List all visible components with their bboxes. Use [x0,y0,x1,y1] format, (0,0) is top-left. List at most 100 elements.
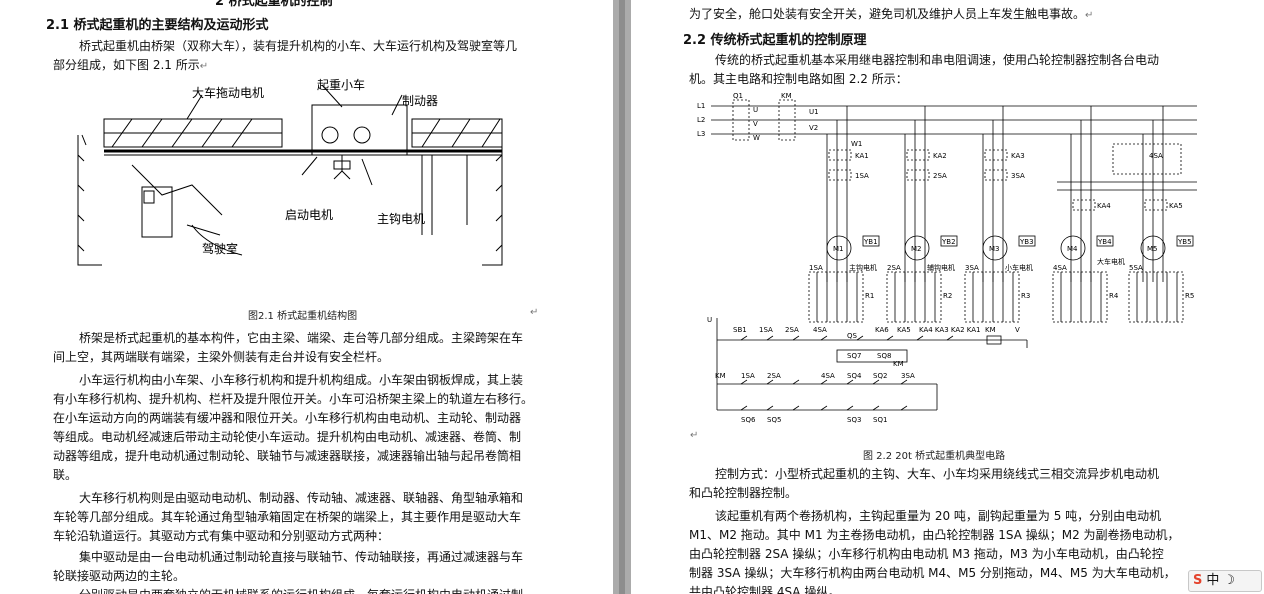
svg-text:R1: R1 [865,292,874,300]
svg-text:4SA: 4SA [1053,264,1067,272]
svg-text:KA5: KA5 [897,326,911,334]
paragraph-line: 动器等组成，提升电动机通过制动轮、联轴节与减速器联接，减速器输出轴与起吊卷筒相 [53,449,522,463]
svg-text:YB2: YB2 [941,238,956,246]
paragraph-line: 车轮沿轨道运行。其驱动方式有集中驱动和分别驱动方式两种： [53,529,390,543]
svg-text:KM: KM [893,360,904,368]
svg-text:R2: R2 [943,292,952,300]
svg-text:大车电机: 大车电机 [1097,257,1125,266]
svg-text:SQ3: SQ3 [847,416,861,424]
svg-text:R4: R4 [1109,292,1119,300]
svg-text:QS: QS [847,332,858,340]
paragraph-line: 小车运行机构由小车架、小车移行机构和提升机构组成。小车架由钢板焊成，其上装 [79,373,524,387]
svg-text:1SA: 1SA [855,172,869,180]
svg-text:2SA: 2SA [767,372,781,380]
paragraph-line: 在小车运动方向的两端装有缓冲器和限位开关。小车移行机构由电动机、主动轮、制动器 [53,411,522,425]
paragraph-line: 该起重机有两个卷扬机构，主钩起重量为 20 吨，副钩起重量为 5 吨，分别由电动… [715,509,1162,523]
svg-text:M3: M3 [989,245,1000,253]
svg-text:Q1: Q1 [733,92,743,100]
paragraph-line: M1、M2 拖动。其中 M1 为主卷扬电动机，由凸轮控制器 1SA 操纵；M2 … [689,528,1180,542]
chapter-title: 2 桥式起重机的控制 [215,0,333,9]
svg-text:KA5: KA5 [1169,202,1183,210]
paragraph-line: 桥式起重机由桥架（双称大车），装有提升机构的小车、大车运行机构及驾驶室等几 [79,39,518,53]
svg-text:YB1: YB1 [863,238,878,246]
svg-text:SQ2: SQ2 [873,372,887,380]
svg-text:L3: L3 [697,130,705,138]
svg-text:KA6: KA6 [875,326,889,334]
svg-text:V: V [753,120,758,128]
crane-circuit-figure: L1 L2 L3 Q1 KM U V W U1 V2 W1 KA1 KA2 KA… [697,92,1197,424]
figure-caption: 图 2.2 20t 桥式起重机典型电路 [863,451,1006,462]
svg-text:KM: KM [781,92,792,100]
svg-text:YB3: YB3 [1019,238,1034,246]
svg-text:5SA: 5SA [1129,264,1143,272]
paragraph-line: 和凸轮控制器控制。 [689,486,798,500]
svg-text:W: W [753,134,760,142]
svg-text:SQ5: SQ5 [767,416,781,424]
svg-text:3SA: 3SA [1011,172,1025,180]
crane-structure-figure: 大车拖动电机 起重小车 制动器 驾驶室 启动电机 主钩电机 [77,77,503,266]
paragraph-line: 桥架是桥式起重机的基本构件，它由主梁、端梁、走台等几部分组成。主梁跨架在车 [79,331,524,345]
svg-text:1SA: 1SA [759,326,773,334]
svg-text:2SA: 2SA [785,326,799,334]
svg-text:U: U [753,106,758,114]
svg-text:3SA: 3SA [965,264,979,272]
svg-text:L1: L1 [697,102,705,110]
svg-text:KA3: KA3 [1011,152,1025,160]
svg-text:小车电机: 小车电机 [1005,263,1033,272]
svg-text:U: U [707,316,712,324]
figure-label: 主钩电机 [377,212,425,226]
svg-text:主钩电机: 主钩电机 [849,263,877,272]
paragraph-line: 等组成。电动机经减速后带动主动轮使小车运动。提升机构由电动机、减速器、卷筒、制 [53,430,522,444]
svg-text:2SA: 2SA [933,172,947,180]
svg-text:L2: L2 [697,116,705,124]
paragraph-line: 联。 [53,468,78,482]
svg-text:KM: KM [985,326,996,334]
figure-label: 制动器 [402,94,438,108]
svg-text:SQ8: SQ8 [877,352,891,360]
svg-text:3SA: 3SA [901,372,915,380]
paragraph-line: 由凸轮控制器 2SA 操纵；小车移行机构由电动机 M3 拖动，M3 为小车电动机… [689,547,1164,561]
svg-text:V: V [1015,326,1020,334]
svg-text:SQ7: SQ7 [847,352,861,360]
paragraph-line: 共由凸轮控制器 4SA 操纵。 [689,585,841,594]
svg-text:R5: R5 [1185,292,1194,300]
section-heading-2-2: 2.2 传统桥式起重机的控制原理 [683,33,867,48]
svg-text:V2: V2 [809,124,818,132]
svg-text:U1: U1 [809,108,819,116]
svg-text:M2: M2 [911,245,922,253]
ime-language-toggle[interactable]: 中 [1206,573,1220,588]
svg-text:SQ4: SQ4 [847,372,862,380]
paragraph-line: 为了安全，舱口处装有安全开关，避免司机及维护人员上车发生触电事故。↵ [689,7,1094,21]
svg-text:2SA: 2SA [887,264,901,272]
svg-text:1SA: 1SA [809,264,823,272]
paragraph-line: 轮联接驱动两边的主轮。 [53,569,186,583]
figure-label: 驾驶室 [202,241,238,256]
paragraph-line: 机。其主电路和控制电路如图 2.2 所示： [689,72,908,86]
svg-text:4SA: 4SA [821,372,835,380]
svg-text:1SA: 1SA [741,372,755,380]
svg-text:KA4: KA4 [1097,202,1111,210]
svg-text:YB5: YB5 [1177,238,1192,246]
svg-text:YB4: YB4 [1097,238,1112,246]
svg-text:SB1: SB1 [733,326,747,334]
ime-brand-icon[interactable]: S [1193,573,1203,588]
svg-text:KM: KM [715,372,726,380]
svg-text:SQ1: SQ1 [873,416,887,424]
svg-text:4SA: 4SA [813,326,827,334]
svg-text:M4: M4 [1067,245,1078,253]
document-page-left: 2 桥式起重机的控制 2.1 桥式起重机的主要结构及运动形式 桥式起重机由桥架（… [0,0,613,594]
svg-text:KA2: KA2 [933,152,947,160]
paragraph-line: 集中驱动是由一台电动机通过制动轮直接与联轴节、传动轴联接，再通过减速器与车 [79,550,524,564]
svg-text:SQ6: SQ6 [741,416,756,424]
paragraph-line: 制器 3SA 操纵；大车移行机构由两台电动机 M4、M5 分别拖动，M4、M5 … [689,566,1176,580]
ime-moon-icon[interactable]: ☽ [1223,573,1236,588]
figure-caption: 图2.1 桥式起重机结构图 [248,311,358,322]
figure-label: 起重小车 [317,77,365,92]
paragraph-line: 有小车移行机构、提升机构、栏杆及提升限位开关。小车可沿桥架主梁上的轨道左右移行。 [53,392,534,406]
paragraph-line: 大车移行机构则是由驱动电动机、制动器、传动轴、减速器、联轴器、角型轴承箱和 [79,491,524,505]
svg-text:W1: W1 [851,140,862,148]
svg-text:4SA: 4SA [1149,152,1163,160]
paragraph-line: 车轮等几部分组成。其车轮通过角型轴承箱固定在桥架的端梁上，其主要作用是驱动大车 [53,510,522,524]
svg-text:KA4 KA3 KA2 KA1: KA4 KA3 KA2 KA1 [919,326,981,334]
